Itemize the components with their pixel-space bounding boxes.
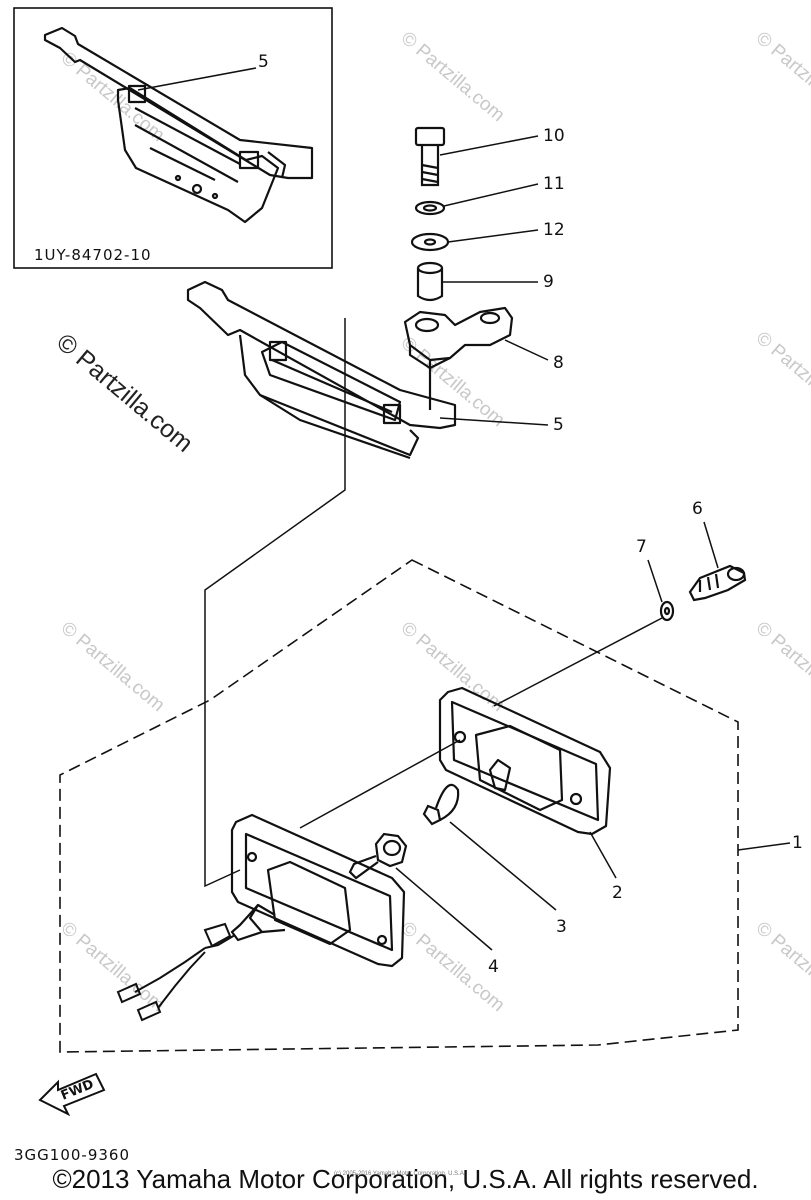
- lens: [438, 686, 612, 836]
- callout-6: 6: [692, 499, 703, 519]
- watermark: © Partzilla.com: [752, 28, 811, 126]
- callout-leader: [449, 821, 557, 911]
- callout-12: 12: [543, 220, 565, 240]
- callout-10: 10: [543, 126, 565, 146]
- callout-5-inset: 5: [258, 52, 269, 72]
- watermark-large: © Partzilla.com: [51, 328, 198, 458]
- watermark: © Partzilla.com: [397, 28, 509, 126]
- housing: [230, 813, 406, 968]
- watermarks: © Partzilla.com © Partzilla.com © Partzi…: [51, 28, 811, 1016]
- callout-leader: [447, 229, 539, 243]
- callout-1: 1: [792, 833, 803, 853]
- callout-4: 4: [488, 957, 499, 977]
- callout-leader: [647, 559, 663, 603]
- callout-leader: [737, 842, 791, 851]
- callout-8: 8: [553, 353, 564, 373]
- callout-leader: [504, 339, 549, 361]
- stay: [403, 306, 514, 410]
- callout-leader: [395, 867, 493, 951]
- callout-7: 7: [636, 537, 647, 557]
- inset-part-code: 1UY-84702-10: [34, 246, 152, 264]
- wiring: [116, 922, 236, 1022]
- inset-box: [13, 7, 333, 269]
- callout-leader: [443, 183, 539, 207]
- copyright-notice: ©2013 Yamaha Motor Corporation, U.S.A. A…: [52, 1164, 759, 1194]
- callout-11: 11: [543, 174, 565, 194]
- socket: [348, 832, 408, 880]
- assembly-outline: [59, 559, 739, 1053]
- watermark: © Partzilla.com: [57, 618, 169, 716]
- watermark: © Partzilla.com: [752, 328, 811, 426]
- callout-5: 5: [553, 415, 564, 435]
- callout-leader: [703, 521, 719, 569]
- bolt: [414, 126, 446, 187]
- watermark: © Partzilla.com: [752, 618, 811, 716]
- inset-bracket: [43, 26, 314, 224]
- flat-washer: [410, 232, 450, 252]
- diagram-code: 3GG100-9360: [14, 1146, 130, 1164]
- collar: [416, 261, 444, 302]
- watermark: © Partzilla.com: [57, 48, 169, 146]
- screw: [688, 564, 747, 602]
- callout-3: 3: [556, 917, 567, 937]
- watermark: © Partzilla.com: [752, 918, 811, 1016]
- callout-9: 9: [543, 272, 554, 292]
- guide-line: [204, 318, 346, 888]
- bulb: [422, 783, 460, 826]
- callout-leader: [439, 135, 539, 156]
- callout-leader: [137, 67, 257, 91]
- fwd-arrow-icon: [38, 1072, 106, 1117]
- callout-leader: [589, 831, 617, 879]
- lock-washer: [414, 200, 446, 216]
- assembly-line: [299, 739, 461, 829]
- fine-print: (c) 2005-2016 Yamaha Motor Corporation, …: [334, 1171, 466, 1177]
- washer: [659, 600, 675, 622]
- bracket: [186, 280, 457, 460]
- assembly-line: [493, 617, 663, 707]
- watermark: © Partzilla.com: [57, 918, 169, 1016]
- callout-leader: [439, 417, 549, 426]
- callout-2: 2: [612, 883, 623, 903]
